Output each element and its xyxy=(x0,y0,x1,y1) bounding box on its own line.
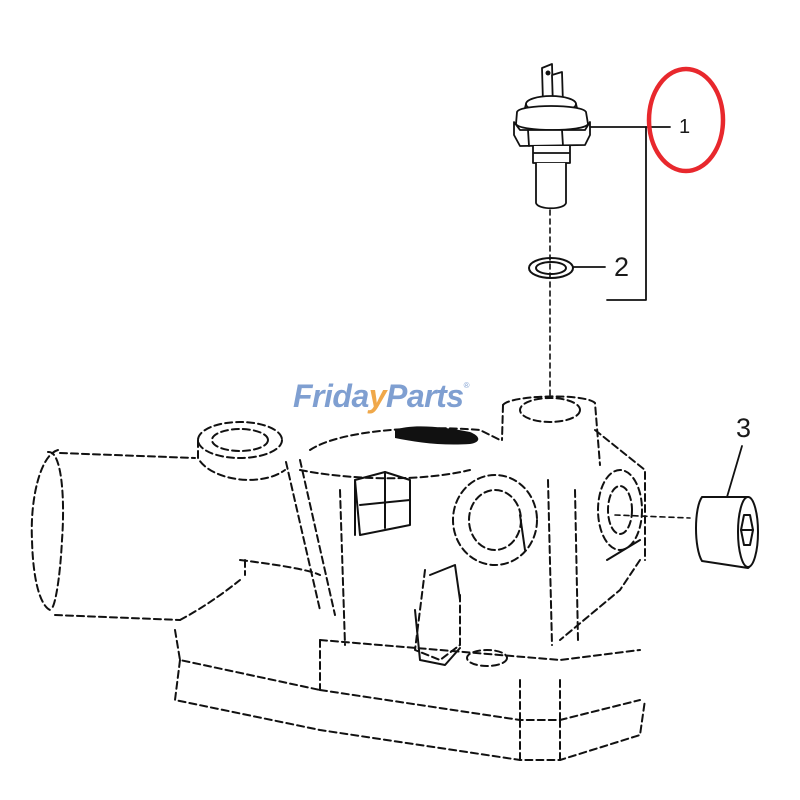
callout-number-1[interactable]: 1 xyxy=(679,116,691,138)
watermark-text-part2: Parts xyxy=(386,378,464,414)
callout-number-2[interactable]: 2 xyxy=(614,252,630,282)
housing-solid-details xyxy=(354,471,641,666)
highlight-circle-callout-1 xyxy=(646,66,726,174)
watermark-swoosh: y xyxy=(368,378,387,414)
assembly-axis-lines xyxy=(549,209,691,519)
registered-mark: ® xyxy=(463,381,470,390)
temperature-sensor-part-1 xyxy=(513,63,591,210)
watermark-text-part1: Frida xyxy=(293,378,369,414)
plug-part-3 xyxy=(695,496,759,569)
sealing-ring-part-2 xyxy=(528,257,574,279)
thermostat-housing xyxy=(30,395,646,761)
casting-mark xyxy=(395,426,479,445)
callout-number-3[interactable]: 3 xyxy=(736,413,752,443)
leader-lines xyxy=(572,126,743,498)
brand-watermark: FridayParts® xyxy=(293,378,470,414)
